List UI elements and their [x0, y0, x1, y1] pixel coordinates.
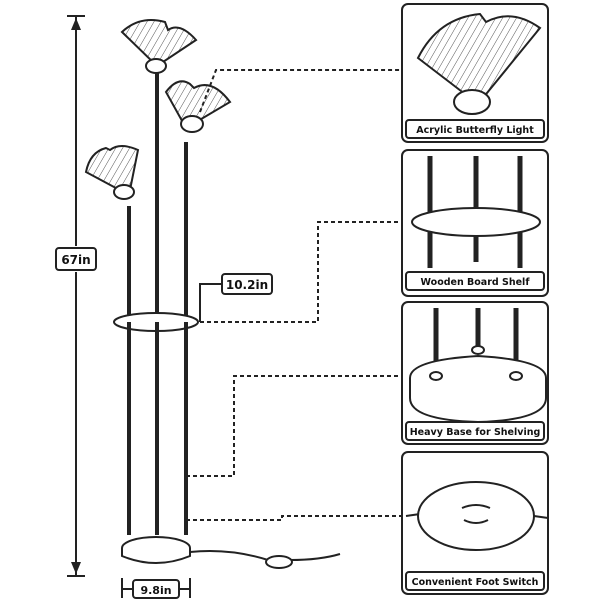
- height-label-box: [55, 247, 97, 271]
- callout-leaders: [186, 69, 402, 521]
- base-width-label: 9.8in: [140, 584, 171, 597]
- height-dimension: 67in: [55, 15, 97, 577]
- callout-base: Heavy Base for Shelving: [401, 301, 549, 445]
- callout-shelf-label: Wooden Board Shelf: [421, 277, 531, 288]
- foot-switch: [265, 555, 293, 569]
- callout-switch-label: Convenient Foot Switch: [412, 577, 539, 588]
- butterfly-shade-top: [120, 19, 198, 74]
- base-width-dimension: 9.8in: [121, 578, 191, 599]
- callout-switch: Convenient Foot Switch: [401, 451, 549, 595]
- callout-butterfly: Acrylic Butterfly Light: [401, 3, 549, 143]
- callout-butterfly-label: Acrylic Butterfly Light: [416, 125, 534, 136]
- callout-shelf: Wooden Board Shelf: [401, 149, 549, 297]
- butterfly-shade-left: [84, 145, 140, 200]
- callout-base-label: Heavy Base for Shelving: [410, 427, 541, 438]
- power-cord: [189, 550, 269, 561]
- shelf-width-dimension: 10.2in: [199, 273, 273, 322]
- height-label: 67in: [61, 253, 90, 267]
- butterfly-shade-right: [164, 80, 232, 133]
- floor-lamp: [84, 19, 341, 569]
- shelf-width-label: 10.2in: [226, 278, 268, 292]
